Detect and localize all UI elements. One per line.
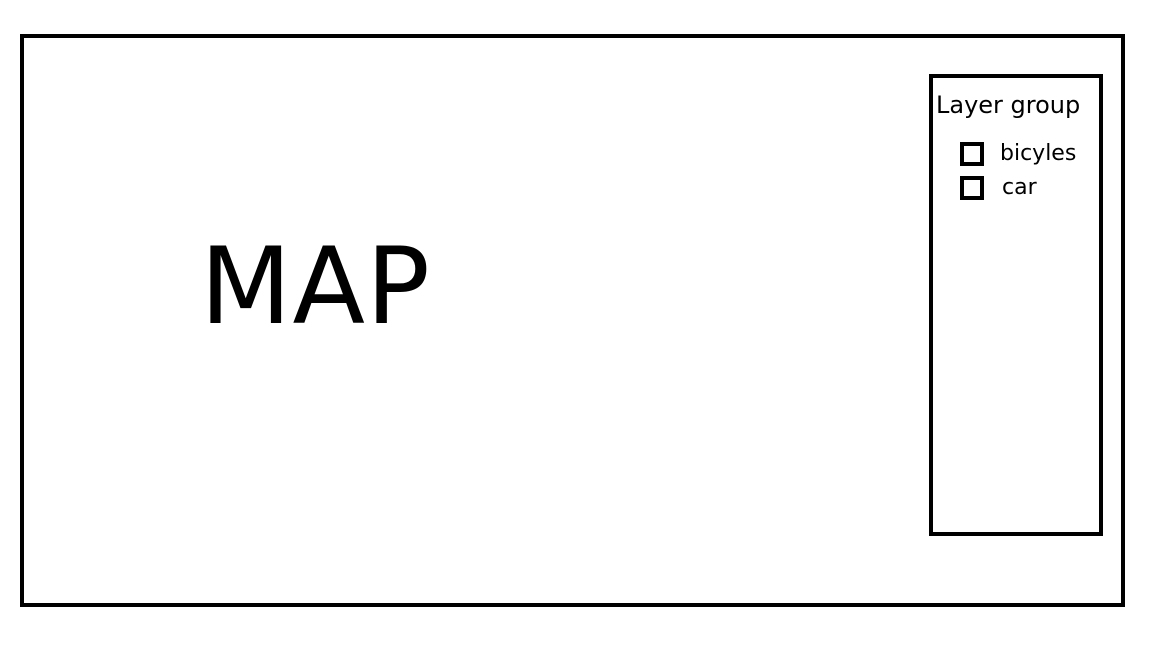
layer-label-car: car (1002, 175, 1037, 200)
layer-item-bicyles[interactable]: bicyles (960, 140, 1076, 168)
bicyles-checkbox[interactable] (960, 142, 984, 166)
map-label: MAP (200, 225, 431, 348)
layer-item-car[interactable]: car (960, 174, 1037, 202)
layer-group-panel: Layer group bicyles car (929, 74, 1103, 536)
car-checkbox[interactable] (960, 176, 984, 200)
layer-group-title: Layer group (936, 91, 1081, 119)
map-frame[interactable]: MAP Layer group bicyles car (20, 34, 1125, 607)
layer-label-bicyles: bicyles (1000, 141, 1077, 166)
